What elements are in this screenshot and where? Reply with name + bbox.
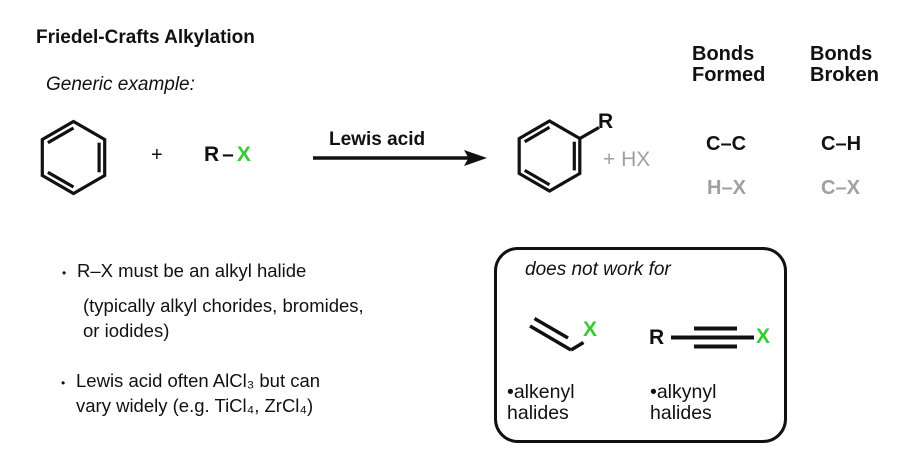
bond-formed-cc: C–C bbox=[706, 133, 747, 155]
reaction-arrow bbox=[313, 150, 487, 166]
note2-line1: Lewis acid often AlCl₃ but can bbox=[76, 370, 321, 391]
page-title: Friedel-Crafts Alkylation bbox=[36, 27, 255, 48]
bonds-broken-header: Bonds Broken bbox=[810, 43, 879, 86]
alkynyl-x-label: X bbox=[756, 325, 772, 348]
note1-line2: (typically alkyl chorides, bromides, bbox=[83, 295, 364, 316]
benzene-ring-product bbox=[517, 119, 600, 193]
generic-example-label: Generic example: bbox=[46, 74, 195, 95]
substituent-bond bbox=[579, 126, 600, 140]
condition-label: Lewis acid bbox=[329, 129, 426, 150]
alkynyl-r-label: R bbox=[649, 326, 666, 349]
reagent-r: R bbox=[204, 143, 221, 166]
product-substituent-label: R bbox=[598, 110, 615, 133]
plus-sign: + bbox=[151, 144, 163, 166]
alkynyl-halides-line1: •alkynyl bbox=[650, 381, 717, 403]
alkenyl-halides-line2: halides bbox=[507, 402, 569, 424]
does-not-work-box bbox=[494, 247, 787, 443]
does-not-work-heading: does not work for bbox=[525, 259, 671, 280]
alkenyl-halide-structure bbox=[529, 316, 585, 352]
alkynyl-halides-line2: halides bbox=[650, 402, 712, 424]
reagent-x: X bbox=[236, 143, 252, 166]
note1-line3: or iodides) bbox=[83, 320, 170, 341]
alkenyl-halides-line1: •alkenyl bbox=[507, 381, 575, 403]
reagent-bond-dash: – bbox=[222, 143, 235, 166]
bonds-formed-header: Bonds Formed bbox=[692, 43, 766, 86]
note1-line1: R–X must be an alkyl halide bbox=[77, 260, 307, 281]
bond-formed-hx: H–X bbox=[707, 177, 746, 199]
byproduct-label: + HX bbox=[603, 148, 651, 171]
reagent-rx: R–X bbox=[204, 143, 252, 167]
alkenyl-x-label: X bbox=[583, 318, 599, 341]
bond-broken-ch: C–H bbox=[821, 133, 862, 155]
note2-line2: vary widely (e.g. TiCl₄, ZrCl₄) bbox=[76, 395, 314, 416]
benzene-ring-reactant bbox=[40, 119, 107, 196]
alkynyl-halide-structure bbox=[671, 326, 754, 349]
note1-bullet: • bbox=[62, 266, 67, 280]
note2-bullet: • bbox=[61, 376, 66, 390]
bond-broken-cx: C–X bbox=[821, 177, 860, 199]
